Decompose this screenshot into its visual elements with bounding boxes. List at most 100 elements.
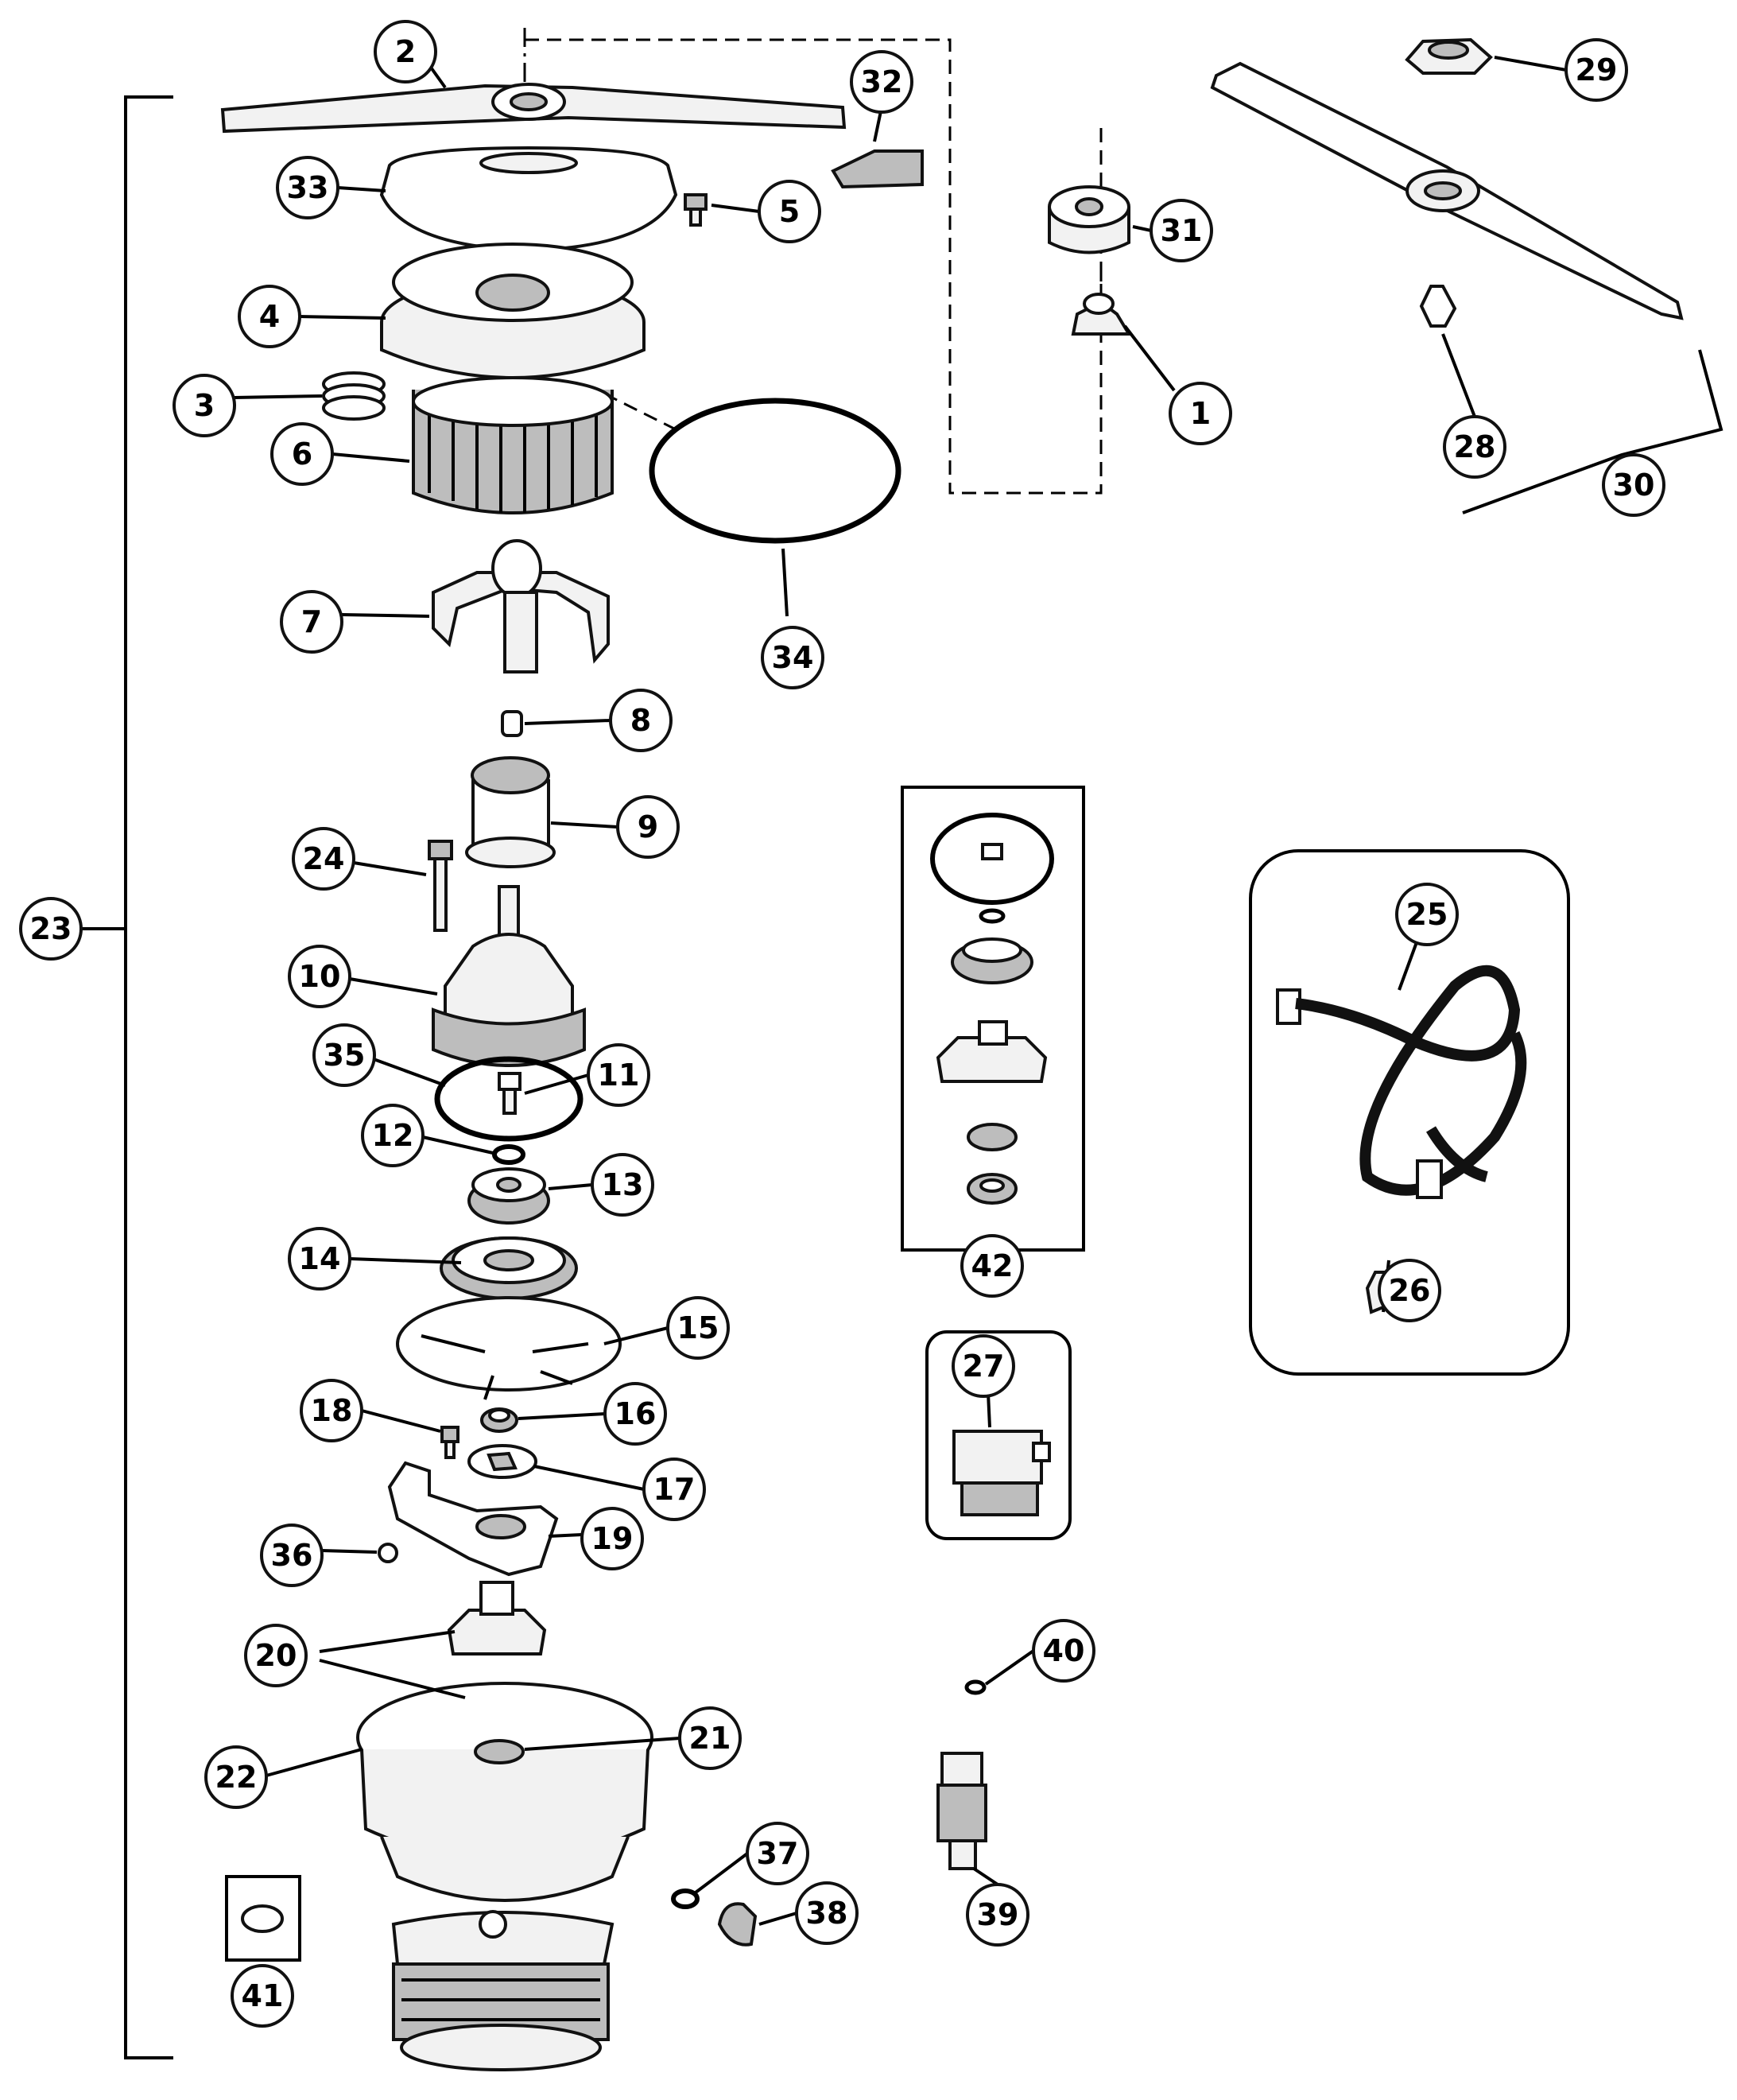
callout-2: 2 xyxy=(374,20,437,83)
sensor-part-39 xyxy=(936,1752,987,1870)
pump-housing-part-10 xyxy=(432,885,586,1067)
svg-text:26: 26 xyxy=(1389,1273,1431,1308)
svg-text:7: 7 xyxy=(301,604,322,639)
svg-text:36: 36 xyxy=(271,1538,313,1573)
gasket-box-part-41 xyxy=(225,1875,301,1962)
svg-text:11: 11 xyxy=(598,1058,640,1093)
bearing-housing-part-9 xyxy=(465,756,556,868)
callout-40: 40 xyxy=(1032,1619,1095,1683)
callout-15: 15 xyxy=(666,1296,730,1360)
svg-text:23: 23 xyxy=(30,911,72,946)
svg-text:28: 28 xyxy=(1454,429,1496,464)
washer-part-12 xyxy=(492,1144,525,1165)
callout-18: 18 xyxy=(300,1379,363,1442)
callout-42: 42 xyxy=(960,1234,1024,1298)
svg-text:17: 17 xyxy=(653,1472,696,1507)
callout-23: 23 xyxy=(19,897,83,961)
callout-32: 32 xyxy=(850,50,913,114)
plate-part-19 xyxy=(387,1461,559,1577)
o-ring-part-37 xyxy=(671,1888,700,1909)
svg-text:14: 14 xyxy=(299,1241,341,1276)
svg-text:8: 8 xyxy=(630,703,651,738)
callout-27: 27 xyxy=(952,1334,1015,1398)
svg-text:5: 5 xyxy=(779,194,800,229)
callout-24: 24 xyxy=(292,827,355,891)
upper-spray-arm-part-30 xyxy=(1210,61,1684,320)
svg-text:42: 42 xyxy=(971,1248,1014,1283)
svg-text:12: 12 xyxy=(372,1118,414,1153)
spring-part-3 xyxy=(322,371,386,421)
callout-28: 28 xyxy=(1443,415,1506,479)
svg-text:40: 40 xyxy=(1043,1633,1085,1668)
svg-text:32: 32 xyxy=(861,64,903,99)
callout-41: 41 xyxy=(231,1964,294,2028)
baseplate-part-15 xyxy=(396,1296,622,1400)
callout-7: 7 xyxy=(280,590,343,654)
svg-text:37: 37 xyxy=(757,1836,799,1871)
assembly-bracket-23 xyxy=(81,95,173,2059)
callout-25: 25 xyxy=(1395,883,1459,946)
callout-12: 12 xyxy=(361,1104,425,1167)
svg-text:30: 30 xyxy=(1613,468,1655,503)
screw-part-5 xyxy=(684,193,708,227)
impeller-part-13 xyxy=(467,1167,550,1225)
svg-text:24: 24 xyxy=(303,841,345,876)
callout-3: 3 xyxy=(173,374,236,437)
bushing-part-16 xyxy=(480,1407,518,1433)
callout-29: 29 xyxy=(1564,38,1628,102)
callout-19: 19 xyxy=(580,1507,644,1570)
pump-body-part-14 xyxy=(440,1236,578,1300)
callout-20: 20 xyxy=(244,1624,308,1687)
filter-screen-part-6 xyxy=(412,376,614,514)
svg-text:31: 31 xyxy=(1161,213,1203,248)
callout-10: 10 xyxy=(288,945,351,1008)
grommet-part-38 xyxy=(717,1902,758,1947)
nut-part-29 xyxy=(1405,37,1493,75)
svg-text:41: 41 xyxy=(242,1978,284,2013)
ball-part-36 xyxy=(378,1543,398,1563)
callout-14: 14 xyxy=(288,1227,351,1291)
callout-33: 33 xyxy=(276,156,339,219)
screw-part-11 xyxy=(498,1072,521,1115)
filter-cap-part-31 xyxy=(1048,185,1130,254)
pump-cover-part-4 xyxy=(380,243,646,379)
callout-34: 34 xyxy=(761,626,824,689)
callout-39: 39 xyxy=(966,1883,1029,1947)
o-ring-part-35 xyxy=(434,1056,584,1142)
o-ring-part-34 xyxy=(649,398,901,544)
callout-13: 13 xyxy=(591,1153,654,1217)
hub-part-1 xyxy=(1071,293,1132,336)
svg-text:18: 18 xyxy=(311,1393,353,1428)
callout-11: 11 xyxy=(587,1043,650,1107)
svg-text:10: 10 xyxy=(299,959,341,994)
washer-part-17 xyxy=(467,1444,537,1479)
callout-9: 9 xyxy=(616,795,680,859)
svg-text:22: 22 xyxy=(215,1760,258,1795)
bracket-30 xyxy=(1462,349,1723,514)
callout-16: 16 xyxy=(603,1382,667,1446)
svg-text:1: 1 xyxy=(1190,396,1211,431)
pin-part-8 xyxy=(501,710,523,737)
svg-text:16: 16 xyxy=(615,1396,657,1431)
chopper-part-7 xyxy=(432,539,610,673)
leader-lines xyxy=(234,56,1567,1926)
callout-17: 17 xyxy=(642,1458,706,1521)
kit-box-part-42 xyxy=(901,786,1085,1252)
sump-part-22 xyxy=(356,1682,653,1902)
callout-5: 5 xyxy=(758,180,821,243)
shield-part-33 xyxy=(379,146,678,253)
callout-37: 37 xyxy=(746,1822,809,1885)
svg-text:19: 19 xyxy=(591,1521,634,1556)
seal-part-21 xyxy=(474,1739,525,1764)
callout-22: 22 xyxy=(204,1745,268,1809)
svg-text:33: 33 xyxy=(287,170,329,205)
svg-text:39: 39 xyxy=(977,1897,1019,1932)
callout-4: 4 xyxy=(238,285,301,348)
svg-text:20: 20 xyxy=(255,1638,297,1673)
callout-6: 6 xyxy=(270,422,334,486)
clip-part-28 xyxy=(1419,285,1457,328)
o-ring-part-40 xyxy=(964,1679,987,1695)
callout-26: 26 xyxy=(1378,1259,1441,1322)
